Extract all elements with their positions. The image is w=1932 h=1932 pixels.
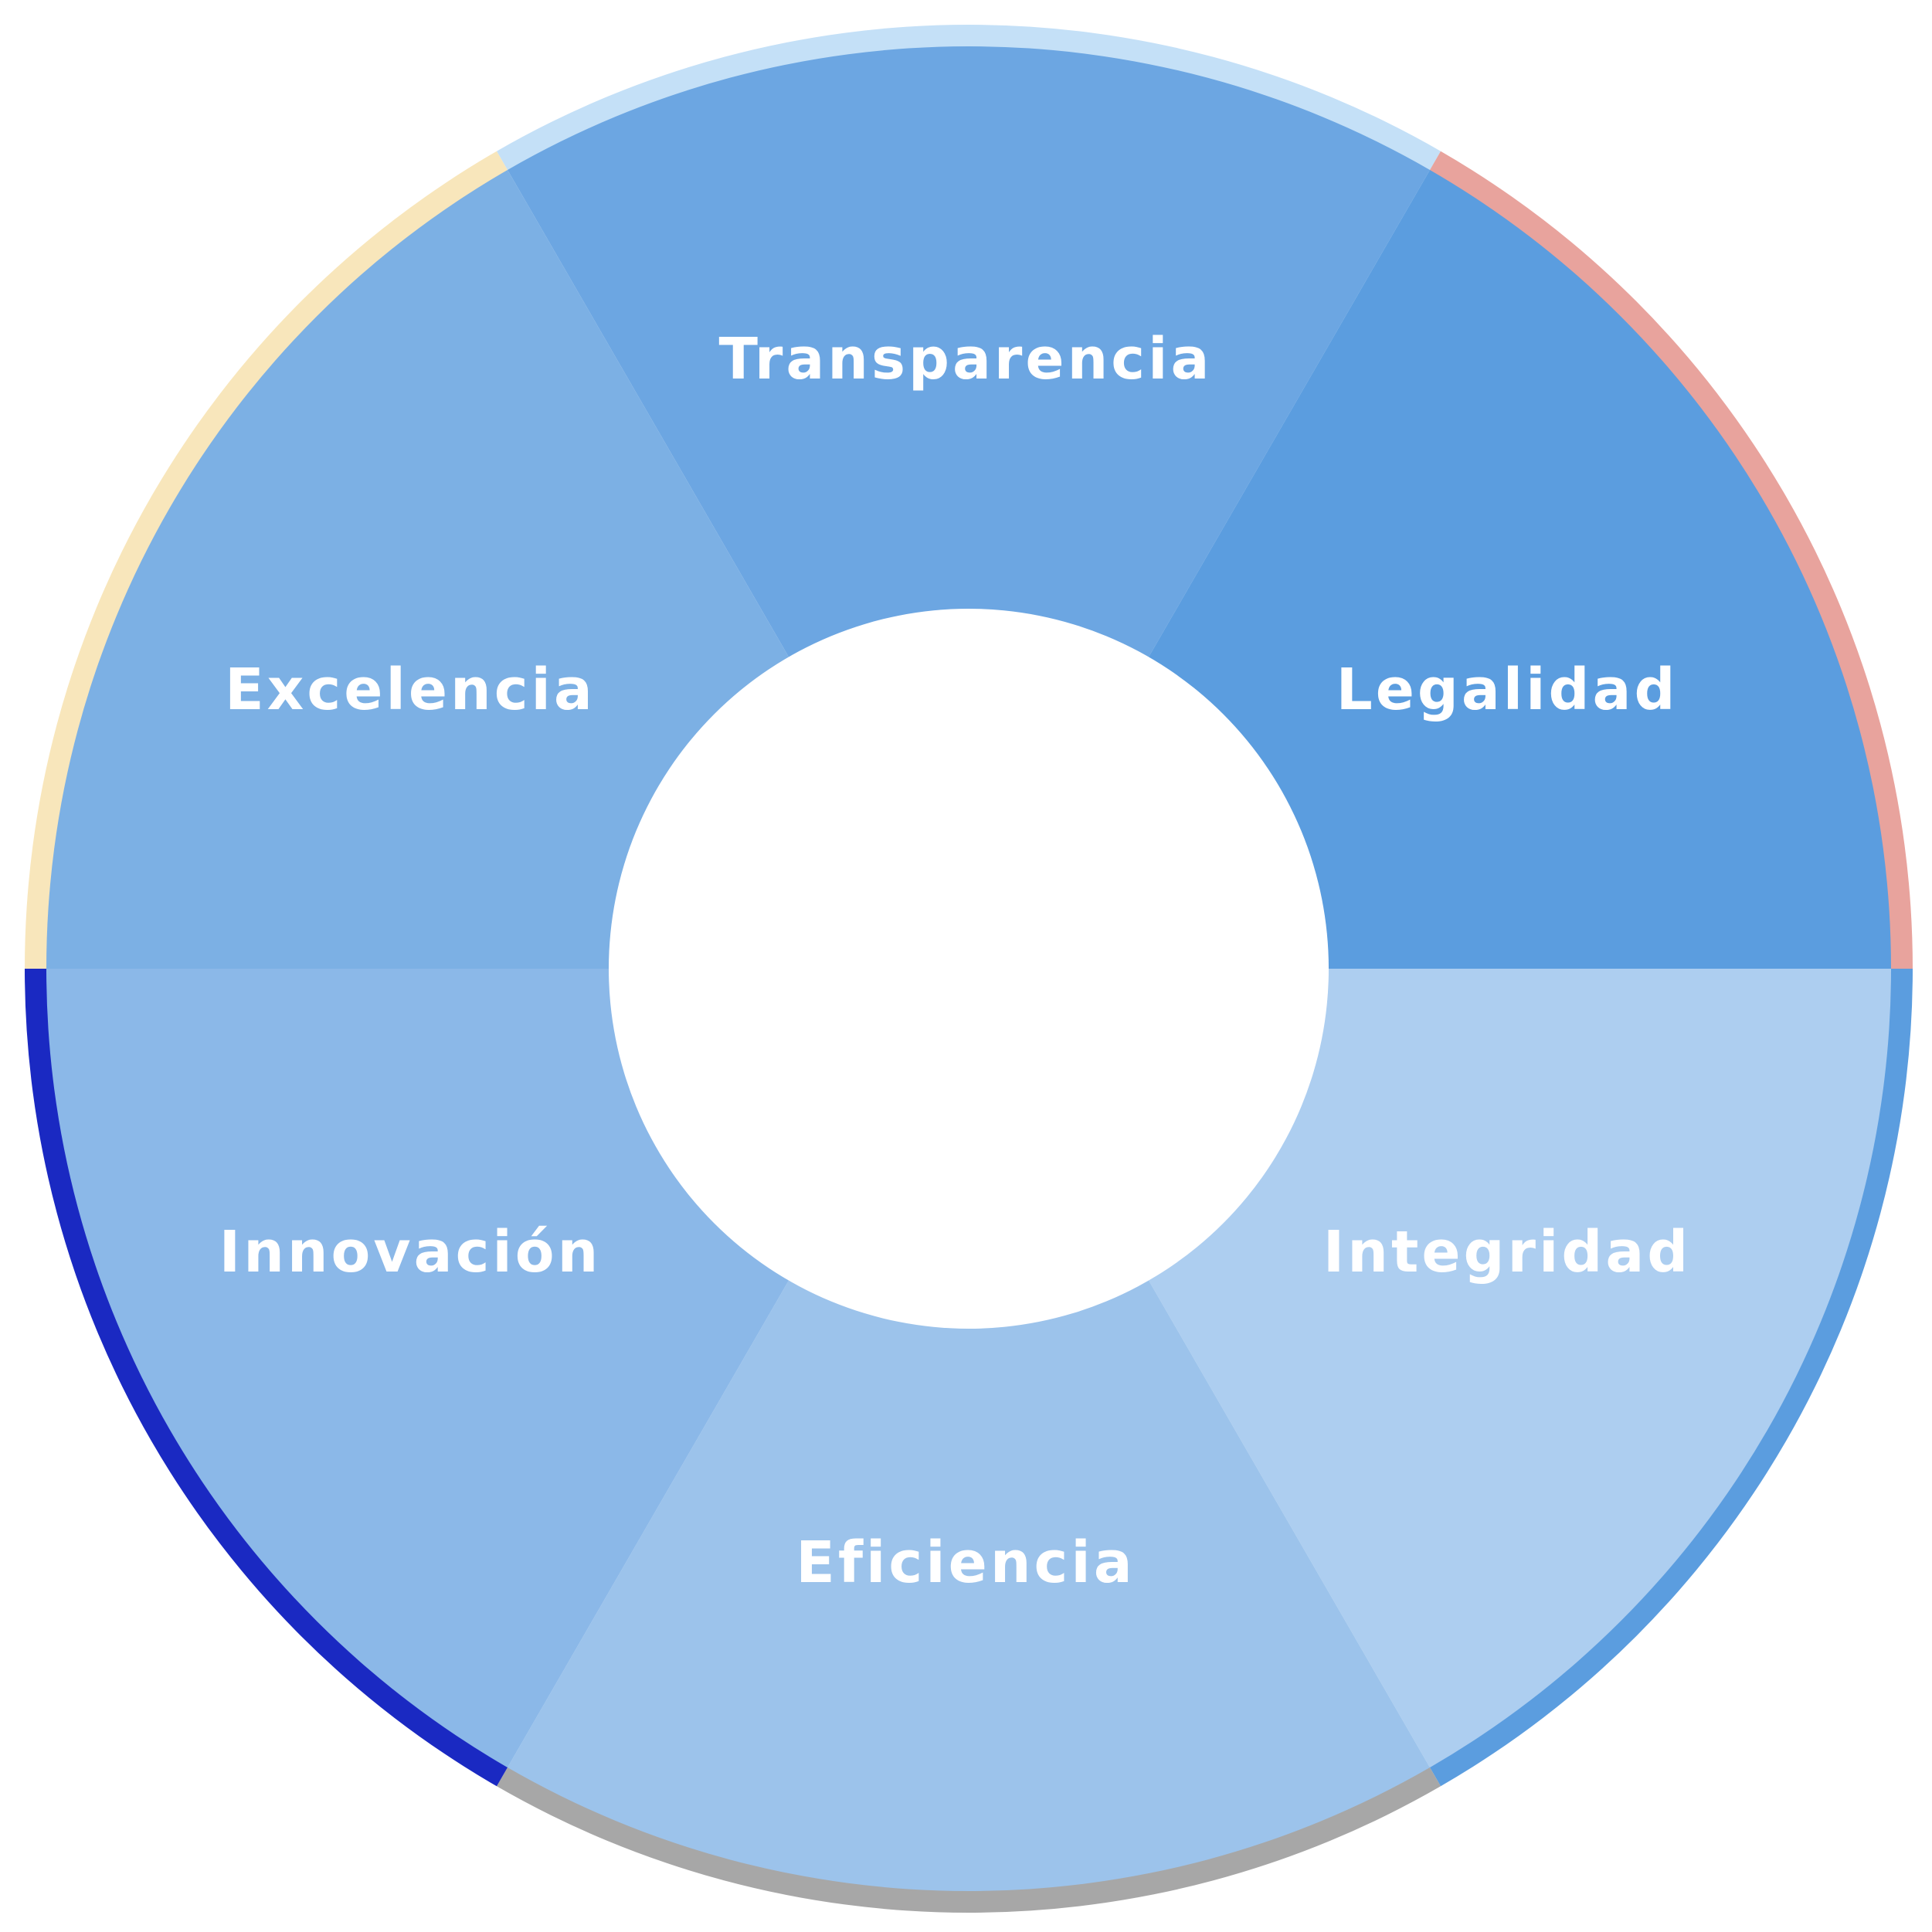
segment-eficiencia	[508, 969, 1430, 1891]
segment-transparencia	[508, 46, 1430, 969]
label-integridad: Integridad	[1323, 1219, 1691, 1285]
rim-arc-innovacion	[25, 969, 508, 1787]
label-innovacion: Innovación	[219, 1219, 602, 1285]
label-transparencia: Transparencia	[719, 326, 1213, 392]
rim-arc-legalidad	[1429, 151, 1913, 969]
center-hole	[609, 609, 1329, 1329]
label-eficiencia: Eficiencia	[796, 1530, 1135, 1596]
label-excelencia: Excelencia	[225, 657, 596, 723]
outer-rim-arcs	[25, 24, 1913, 1913]
label-legalidad: Legalidad	[1336, 657, 1679, 723]
rim-arc-eficiencia	[497, 1767, 1441, 1913]
rim-arc-transparencia	[497, 24, 1441, 171]
rim-arc-excelencia	[25, 151, 508, 969]
rim-arc-integridad	[1429, 969, 1913, 1787]
